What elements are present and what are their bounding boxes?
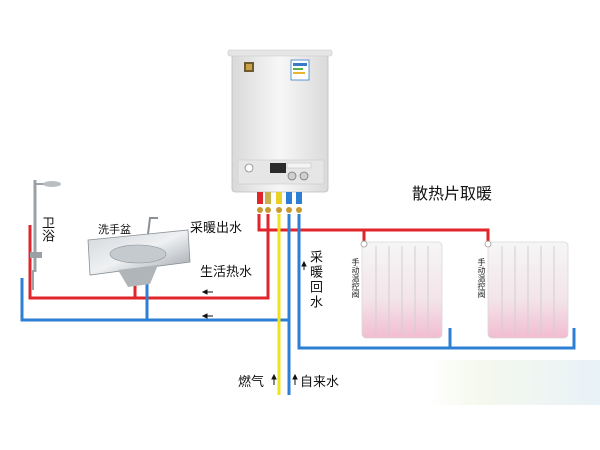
sink-label: 洗手盆 bbox=[98, 223, 131, 236]
valve-label-2: 手动温控阀 bbox=[477, 258, 486, 298]
wall-boiler bbox=[227, 49, 333, 213]
sink-fixture bbox=[87, 217, 191, 287]
shower-label: 卫浴 bbox=[39, 216, 54, 242]
radiator-1 bbox=[360, 240, 443, 339]
flow-arrow-icon bbox=[201, 260, 307, 385]
knob-icon[interactable] bbox=[299, 171, 309, 181]
pressure-gauge-icon bbox=[244, 163, 254, 173]
heating-out-label: 采暖出水 bbox=[190, 221, 243, 236]
shower-fixture bbox=[30, 180, 61, 290]
floor-tint bbox=[430, 360, 600, 405]
heating-return-label: 采暖回水 bbox=[307, 250, 322, 310]
display-screen bbox=[270, 163, 286, 173]
energy-label-icon bbox=[290, 59, 310, 81]
domestic-hot-water-label: 生活热水 bbox=[200, 265, 253, 280]
tap-water-label: 自来水 bbox=[300, 375, 340, 390]
thermostatic-valve-icon[interactable] bbox=[484, 240, 492, 248]
boiler-logo-icon bbox=[244, 62, 254, 72]
heating-supply-pipe bbox=[257, 214, 490, 244]
gas-label: 燃气 bbox=[238, 375, 265, 390]
knob-icon[interactable] bbox=[287, 171, 297, 181]
radiator-2 bbox=[484, 240, 569, 339]
heating-return-pipe bbox=[297, 214, 576, 350]
thermostatic-valve-icon[interactable] bbox=[360, 240, 368, 248]
shower-head-icon bbox=[43, 181, 61, 187]
boiler-connectors bbox=[257, 192, 302, 213]
radiator-heating-title: 散热片取暖 bbox=[412, 184, 493, 203]
valve-label-1: 手动温控阀 bbox=[351, 258, 360, 298]
control-panel bbox=[237, 159, 325, 185]
